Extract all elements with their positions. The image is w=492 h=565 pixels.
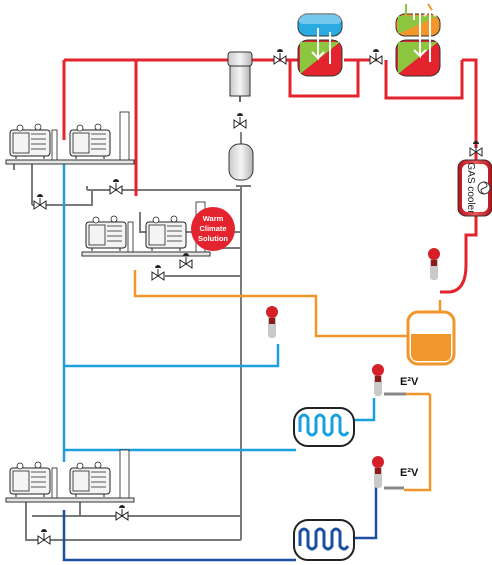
evaporator-low-temp [293, 519, 355, 561]
evaporator-medium-temp [293, 407, 355, 447]
e2v-label-medium: E²V [400, 376, 419, 388]
gas-cooler: GAS cooler [457, 159, 492, 217]
compressor-rack-1 [5, 111, 135, 165]
suction-low-lines [62, 486, 378, 562]
e2v-label-low: E²V [400, 467, 419, 479]
hp-sensor [428, 248, 440, 280]
oil-separator [227, 51, 253, 102]
badge-line-2: Climate [199, 224, 226, 233]
oil-valve-rack-1b [109, 178, 123, 195]
gas-cooler-label: GAS cooler [465, 162, 476, 214]
liquid-lines [133, 270, 442, 492]
heat-recovery-valve-2 [369, 48, 383, 65]
suction-medium-lines [62, 162, 376, 462]
oil-valve-rack-3b [115, 504, 129, 521]
heat-recovery-unit-2 [395, 3, 441, 77]
oil-valve-rack-2 [151, 264, 165, 281]
expansion-valve-sensor-1 [372, 364, 384, 396]
heat-recovery-valve-1 [273, 48, 287, 65]
hot-gas-lines [62, 58, 478, 294]
expansion-valve-sensor-2 [372, 456, 384, 488]
badge-line-3: Solution [198, 234, 228, 243]
heat-recovery-unit-1 [297, 13, 343, 77]
oil-valve-rack-1 [33, 193, 47, 210]
compressor-rack-3 [5, 449, 135, 503]
suction-sensor [266, 306, 278, 338]
oil-valve-rack-3 [37, 528, 51, 545]
oil-reservoir [228, 132, 254, 181]
badge-line-1: Warm [203, 214, 224, 223]
liquid-receiver [406, 310, 456, 366]
separator-valve [233, 112, 247, 129]
compressor-rack-2 [81, 201, 211, 257]
warm-climate-solution-badge: Warm Climate Solution [191, 207, 235, 251]
